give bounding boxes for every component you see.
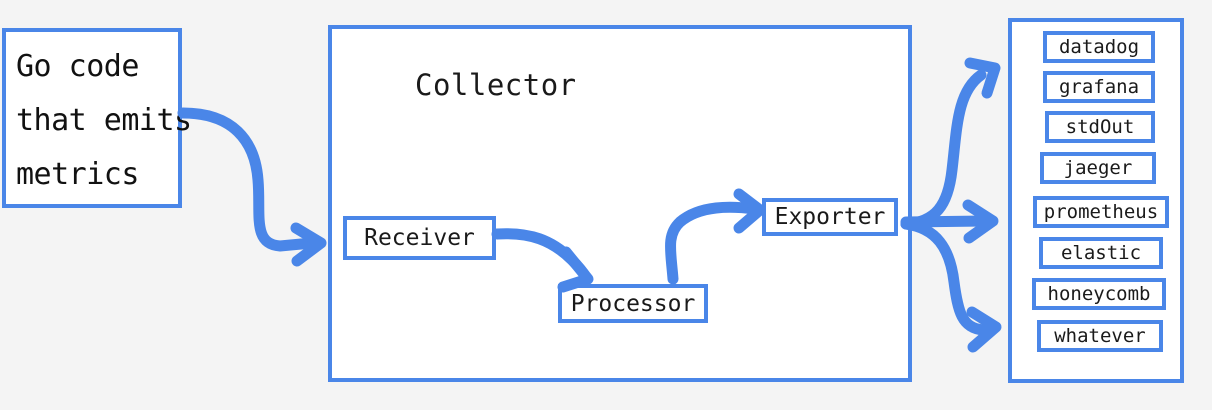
- arrow-exporter-to-backend-down: [900, 218, 989, 336]
- receiver-box: Receiver: [343, 216, 496, 260]
- backend-item-whatever: whatever: [1037, 320, 1163, 352]
- exporter-box: Exporter: [762, 198, 898, 236]
- backend-item-prometheus: prometheus: [1033, 196, 1169, 228]
- arrow-source-to-receiver: [177, 107, 318, 252]
- arrow-exporter-to-backend-up-head: [964, 57, 1001, 99]
- backend-item-honeycomb: honeycomb: [1032, 278, 1166, 310]
- arrow-exporter-to-backend-straight: [900, 215, 991, 228]
- source-line-3: metrics: [16, 157, 139, 192]
- arrow-exporter-to-backend-up: [900, 69, 987, 230]
- source-line-2: that emits: [16, 103, 192, 138]
- source-code-box: Go code that emits metrics: [2, 28, 192, 208]
- arrow-source-to-receiver-head: [290, 222, 327, 267]
- backend-item-datadog: datadog: [1043, 31, 1155, 63]
- backend-item-elastic: elastic: [1039, 237, 1163, 269]
- arrow-exporter-to-backend-down-head: [966, 306, 1002, 353]
- backend-item-grafana: grafana: [1043, 71, 1155, 103]
- processor-box: Processor: [558, 284, 708, 323]
- backend-item-stdout: stdOut: [1045, 111, 1155, 143]
- arrow-exporter-to-backend-straight-head: [962, 199, 999, 244]
- source-line-1: Go code: [16, 49, 139, 84]
- backend-item-jaeger: jaeger: [1040, 152, 1156, 184]
- collector-title: Collector: [415, 68, 577, 102]
